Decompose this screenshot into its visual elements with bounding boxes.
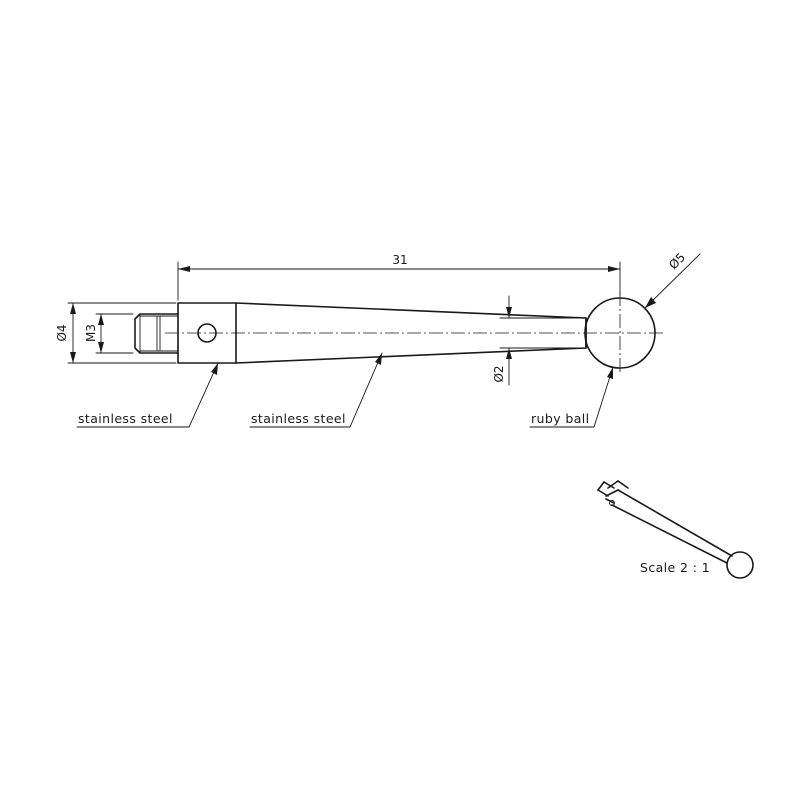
tip-diameter-label: Ø2	[492, 365, 506, 382]
stem-diameter-label: Ø4	[55, 324, 69, 341]
stem-diameter-dimension: Ø4	[55, 302, 177, 364]
iso-ruby-ball	[726, 551, 754, 579]
callout-left: stainless steel	[76, 362, 219, 428]
length-dimension-label: 31	[392, 253, 407, 267]
tip-diameter-dimension: Ø2	[492, 295, 587, 386]
scale-note: Scale 2 : 1	[640, 560, 710, 575]
ball-diameter-dimension: Ø5	[644, 250, 701, 309]
callout-middle: stainless steel	[249, 352, 383, 428]
thread-section	[134, 313, 179, 354]
callout-ball-label: ruby ball	[531, 411, 590, 426]
thread-dimension: M3	[84, 313, 134, 354]
callout-middle-label: stainless steel	[251, 411, 346, 426]
thread-label: M3	[84, 324, 98, 342]
stylus-side-view	[134, 292, 665, 375]
callout-left-label: stainless steel	[78, 411, 173, 426]
callout-ball: ruby ball	[529, 366, 614, 428]
isometric-view	[597, 480, 754, 579]
length-dimension: 31	[177, 253, 621, 301]
